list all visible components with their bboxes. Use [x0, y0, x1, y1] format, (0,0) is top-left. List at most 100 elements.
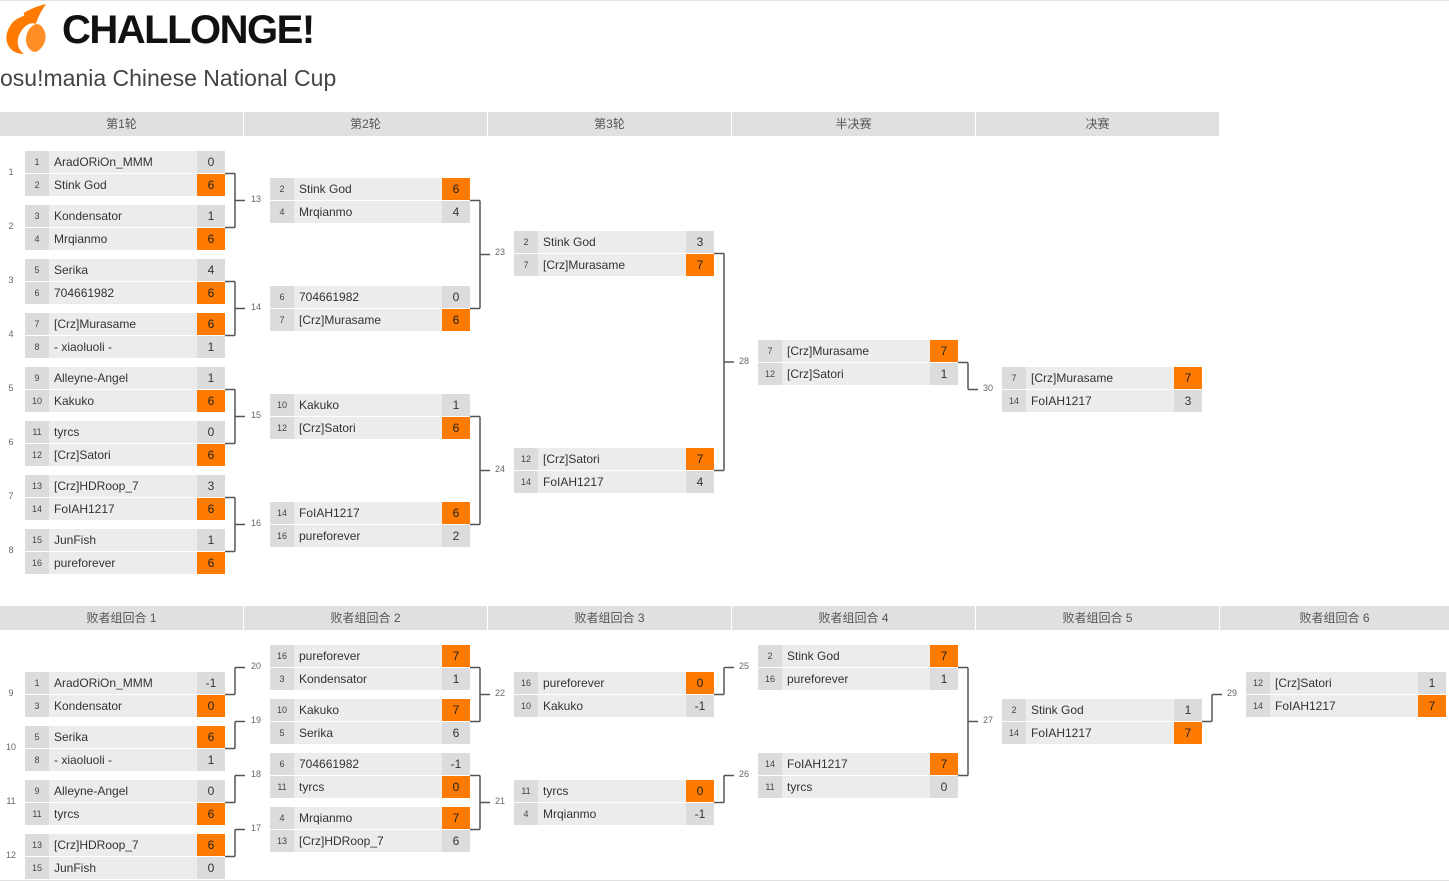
participant-name: Mrqianmo — [299, 811, 353, 825]
participant-seed: 16 — [758, 668, 782, 690]
score: 4 — [442, 201, 470, 223]
participant-seed: 13 — [270, 830, 294, 852]
participant-row[interactable]: 8- xiaoluoli -1 — [25, 749, 225, 771]
participant-name: Kakuko — [543, 699, 584, 713]
participant-name: pureforever — [299, 649, 361, 663]
participant-row[interactable]: 8- xiaoluoli -1 — [25, 336, 225, 358]
winning-score: 7 — [930, 645, 958, 667]
match-number: 18 — [250, 769, 261, 779]
participant-seed: 6 — [25, 282, 49, 304]
challonge-logo[interactable]: CHALLONGE! — [0, 2, 315, 56]
